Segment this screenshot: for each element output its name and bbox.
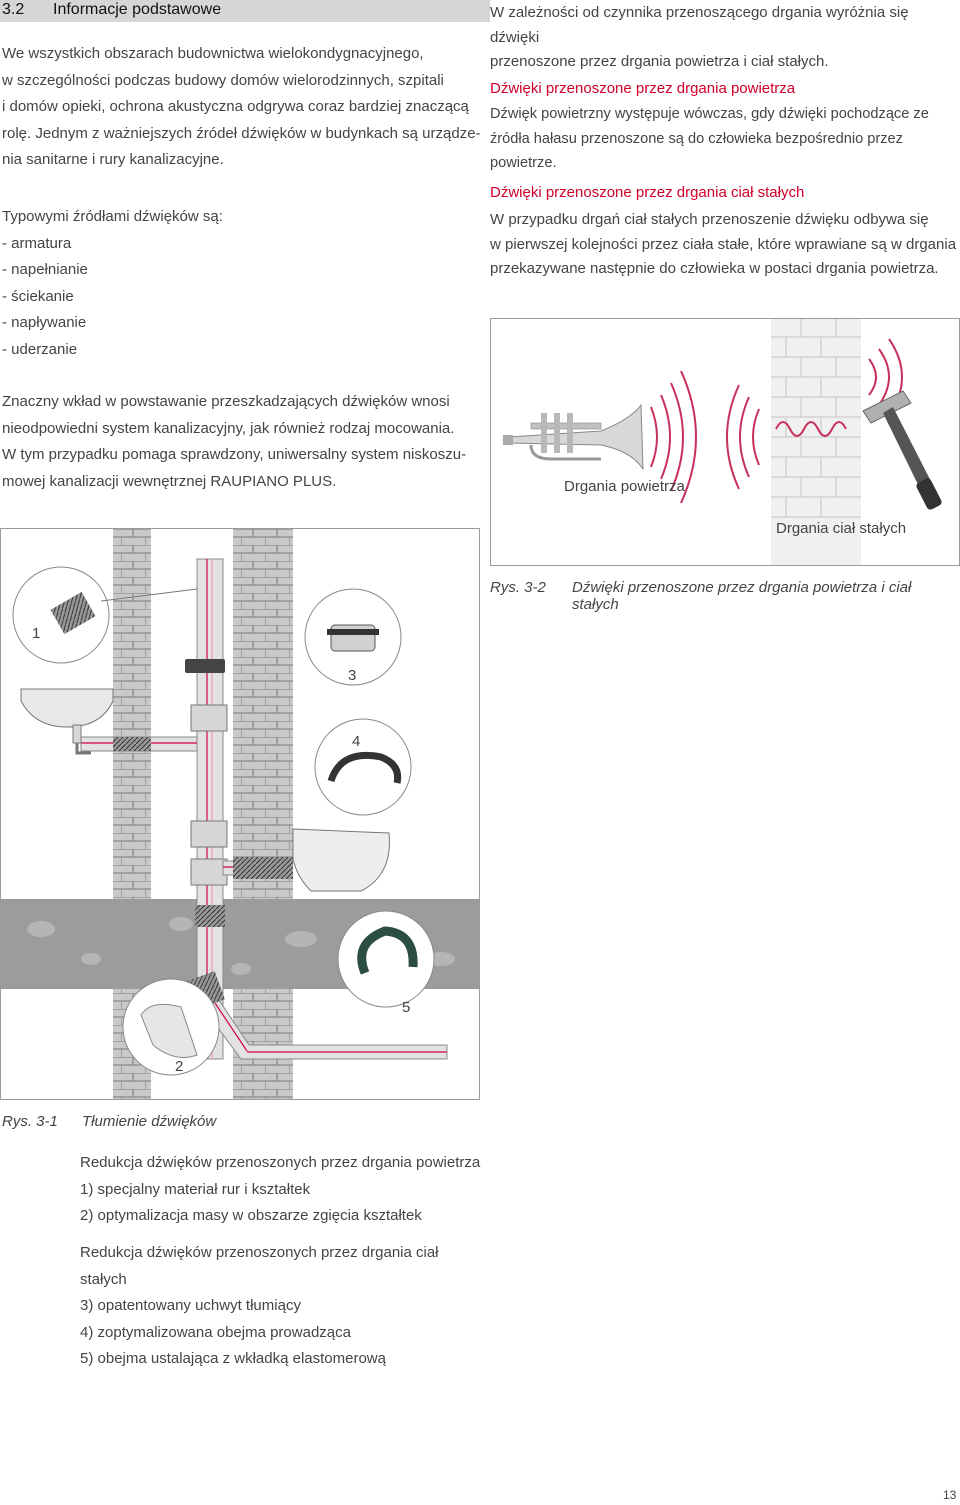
intro-line: i domów opieki, ochrona akustyczna odgry… <box>2 98 469 115</box>
source-item: - ściekanie <box>2 287 74 305</box>
callout-1: 1 <box>32 625 41 642</box>
figure-3-2-label: Rys. 3-2 <box>490 579 546 596</box>
air-paragraph: Dźwięk powietrzny występuje wówczas, gdy… <box>490 102 960 176</box>
label-air-vibration: Drgania powietrza <box>564 478 685 495</box>
legend-item: 2) optymalizacja masy w obszarze zgięcia… <box>80 1207 422 1224</box>
hammer-icon <box>862 390 942 510</box>
intro-line: We wszystkich obszarach budownictwa wiel… <box>2 45 424 62</box>
solid-heading: Dźwięki przenoszone przez drgania ciał s… <box>490 184 805 201</box>
callout-5: 5 <box>402 999 411 1016</box>
source-item: - napełnianie <box>2 261 88 278</box>
legend-item: 3) opatentowany uchwyt tłumiący <box>80 1297 301 1314</box>
figure-sound-types-art <box>503 319 942 565</box>
clamp-detail-5 <box>357 926 418 975</box>
section-title: Informacje podstawowe <box>53 1 222 18</box>
label-solid-vibration: Drgania ciał stałych <box>776 520 907 537</box>
legend-item: 1) specjalny materiał rur i kształtek <box>80 1180 311 1198</box>
air-waves <box>650 370 697 504</box>
solid-line: W przypadku drgań ciał stałych przenosze… <box>490 211 929 228</box>
trumpet-icon <box>503 403 644 471</box>
contrib-line: Znaczny wkład w powstawanie przeszkadzaj… <box>2 393 450 410</box>
intro-line: nia sanitarne i rury kanalizacyjne. <box>2 151 224 168</box>
air-line: źródła hałasu przenoszone są do człowiek… <box>490 130 903 172</box>
figure-damping-art <box>1 529 479 1099</box>
legend-item: 5) obejma ustalająca z wkładką elastomer… <box>80 1350 386 1367</box>
pipe-wall-detail <box>50 591 96 635</box>
legend-solid-title: stałych <box>80 1270 127 1288</box>
clamp-detail-3 <box>327 624 379 652</box>
section-number: 3.2 <box>2 1 25 18</box>
contrib-line: W tym przypadku pomaga sprawdzony, uniwe… <box>2 446 467 463</box>
figure-3-1-caption: Tłumienie dźwięków <box>82 1113 217 1130</box>
toilet-branch <box>222 857 293 879</box>
solid-paragraph: W przypadku drgań ciał stałych przenosze… <box>490 208 960 282</box>
solid-line: przekazywane następnie do człowieka w po… <box>490 260 939 277</box>
fitting-detail-2 <box>140 1003 198 1058</box>
legend-air-title: Redukcja dźwięków przenoszonych przez dr… <box>80 1154 481 1171</box>
source-item: - uderzanie <box>2 340 78 358</box>
source-item: - armatura <box>2 234 72 252</box>
right-intro-line: przenoszone przez drgania powietrza i ci… <box>490 53 829 70</box>
contrib-line: mowej kanalizacji wewnętrznej RAUPIANO P… <box>2 472 337 490</box>
right-wall <box>233 529 293 1099</box>
clamp-detail-4 <box>327 751 402 784</box>
solid-line: w pierwszej kolejności przez ciała stałe… <box>490 235 957 253</box>
figure-damping <box>0 528 480 1100</box>
right-intro: W zależności od czynnika przenoszącego d… <box>490 1 960 75</box>
figure-3-2-caption: Dźwięki przenoszone przez drgania powiet… <box>572 579 912 613</box>
figure-3-1-label: Rys. 3-1 <box>2 1113 58 1130</box>
detail-circle-5 <box>337 910 435 1008</box>
page-number: 13 <box>943 1488 957 1502</box>
figure-sound-types <box>490 318 960 566</box>
legend-solid: Redukcja dźwięków przenoszonych przez dr… <box>80 1240 500 1373</box>
pipe-clamp <box>185 659 225 673</box>
right-intro-line: W zależności od czynnika przenoszącego d… <box>490 4 909 46</box>
callout-2: 2 <box>175 1058 184 1075</box>
callout-3: 3 <box>348 667 357 684</box>
contribution-paragraph: Znaczny wkład w powstawanie przeszkadzaj… <box>2 389 482 495</box>
sources-intro: Typowymi źródłami dźwięków są: <box>2 208 223 225</box>
air-line: Dźwięk powietrzny występuje wówczas, gdy… <box>490 106 929 122</box>
contrib-line: nieodpowiedni system kanalizacyjny, jak … <box>2 419 455 437</box>
intro-line: rolę. Jednym z ważniejszych źródeł dźwię… <box>2 124 481 142</box>
wall-vibration <box>775 421 847 437</box>
legend-air: Redukcja dźwięków przenoszonych przez dr… <box>80 1150 500 1230</box>
section-header-bar <box>0 0 490 22</box>
callout-4: 4 <box>352 733 361 750</box>
intro-paragraph: We wszystkich obszarach budownictwa wiel… <box>2 41 482 174</box>
sink-icon <box>20 688 114 755</box>
wall-waves-left <box>726 384 760 490</box>
source-item: - napływanie <box>2 314 87 331</box>
legend-solid-title: Redukcja dźwięków przenoszonych przez dr… <box>80 1244 439 1261</box>
detail-circle-4 <box>314 718 412 816</box>
intro-line: w szczególności podczas budowy domów wie… <box>2 71 444 89</box>
legend-item: 4) zoptymalizowana obejma prowadząca <box>80 1323 351 1341</box>
air-heading: Dźwięki przenoszone przez drgania powiet… <box>490 80 796 97</box>
toilet-icon <box>292 828 390 892</box>
sink-branch <box>80 736 198 752</box>
sources-list: Typowymi źródłami dźwięków są: - armatur… <box>2 204 482 363</box>
brick-wall <box>771 319 861 565</box>
